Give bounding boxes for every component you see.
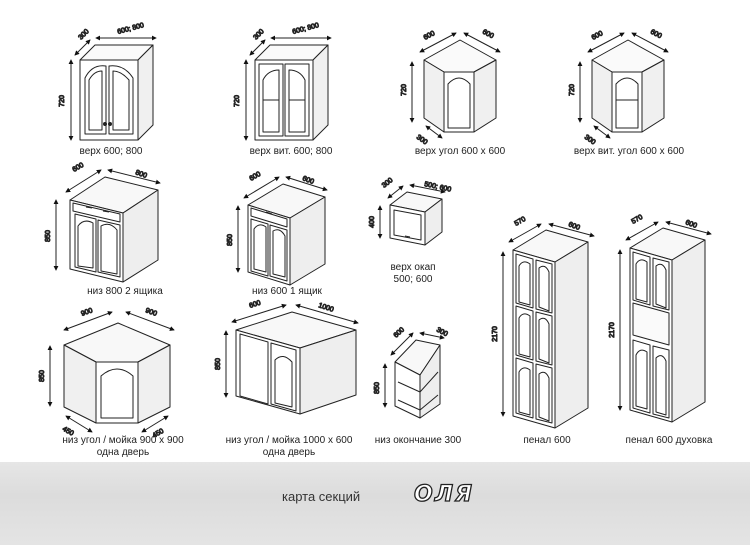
- caption-base-800-drawers: низ 800 2 ящика: [87, 286, 163, 297]
- dim-height: 2170: [609, 322, 616, 338]
- caption-base-corner-1000: низ угол / мойка 1000 х 600 одна дверь: [214, 435, 364, 459]
- brand-logo: ОЛЯ: [413, 481, 474, 507]
- dim-left: 900: [80, 307, 93, 318]
- caption-wall-600-800: верх 600; 800: [79, 146, 143, 157]
- dim-width: 600: [684, 219, 697, 230]
- dim-depth: 300: [77, 28, 90, 41]
- tall-oven-cabinet: [617, 220, 712, 423]
- caption-wall-corner: верх угол 600 х 600: [414, 146, 506, 157]
- caption-tall-oven: пенал 600 духовка: [625, 435, 713, 446]
- footer-label: карта секций: [282, 489, 361, 504]
- caption-line-2: одна дверь: [96, 447, 150, 458]
- caption-base-end: низ окончание 300: [374, 435, 462, 446]
- footer-band: [0, 462, 750, 545]
- dim-height: 850: [45, 230, 52, 242]
- caption-line-1: низ угол / мойка 900 х 900: [62, 435, 184, 446]
- dim-height: 850: [215, 358, 222, 370]
- dim-height: 850: [227, 234, 234, 246]
- base-cabinet-600-drawer: [235, 175, 328, 286]
- dim-width: 600; 800: [292, 22, 320, 36]
- dim-depth: 600: [393, 326, 406, 339]
- base-end-shelf-unit: [382, 331, 445, 419]
- dim-height: 720: [59, 95, 66, 107]
- dim-height: 2170: [492, 326, 499, 342]
- dim-height: 400: [369, 216, 376, 228]
- caption-base-600-drawer: низ 600 1 ящик: [252, 286, 322, 297]
- caption-wall-glass: верх вит. 600; 800: [249, 146, 333, 157]
- dim-right: 600: [649, 29, 663, 41]
- caption-hood-line-2: 500; 600: [393, 274, 433, 285]
- dim-width: 800: [134, 169, 147, 180]
- dim-height: 720: [569, 84, 576, 96]
- wall-glass-cabinet: [243, 35, 332, 141]
- dim-height: 720: [401, 84, 408, 96]
- caption-hood-line-1: верх окап: [390, 262, 436, 273]
- wall-corner-cabinet: [409, 32, 501, 139]
- dim-width: 500; 600: [424, 181, 452, 194]
- wall-cabinet-600-800: [68, 35, 157, 141]
- dim-depth: 570: [514, 216, 528, 228]
- dim-depth: 600: [72, 162, 86, 174]
- caption-wall-glass-corner: верх вит. угол 600 х 600: [573, 146, 685, 157]
- caption-line-2: одна дверь: [262, 447, 316, 458]
- dim-width: 600: [567, 221, 580, 232]
- dim-right: 900: [144, 307, 157, 318]
- dim-depth: 570: [631, 214, 645, 226]
- base-corner-cabinet-1000: [223, 303, 359, 415]
- dim-depth: 600: [249, 171, 263, 183]
- dim-width: 600; 800: [117, 22, 145, 36]
- tall-cabinet: [500, 222, 595, 429]
- dim-depth: 300: [252, 28, 265, 41]
- dim-right: 600: [481, 29, 495, 41]
- caption-tall: пенал 600: [523, 435, 571, 446]
- dim-depth: 600: [248, 300, 261, 310]
- dim-left: 600: [591, 30, 605, 42]
- base-cabinet-800-drawers: [53, 168, 161, 283]
- caption-base-corner-900: низ угол / мойка 900 х 900 одна дверь: [48, 435, 198, 459]
- dim-depth: 300: [381, 177, 395, 190]
- dim-height: 850: [374, 382, 381, 394]
- dim-depth: 300: [583, 134, 597, 146]
- dim-left: 600: [423, 30, 437, 42]
- dim-height: 720: [234, 95, 241, 107]
- caption-hood: верх окап 500; 600: [378, 262, 448, 286]
- dim-height: 850: [39, 370, 46, 382]
- wall-glass-corner-cabinet: [577, 32, 669, 139]
- dim-depth: 300: [415, 134, 429, 146]
- dim-width: 600: [301, 175, 314, 186]
- base-corner-cabinet-900: [47, 311, 175, 433]
- caption-line-1: низ угол / мойка 1000 х 600: [225, 435, 353, 446]
- wall-hood-cabinet: [377, 183, 446, 246]
